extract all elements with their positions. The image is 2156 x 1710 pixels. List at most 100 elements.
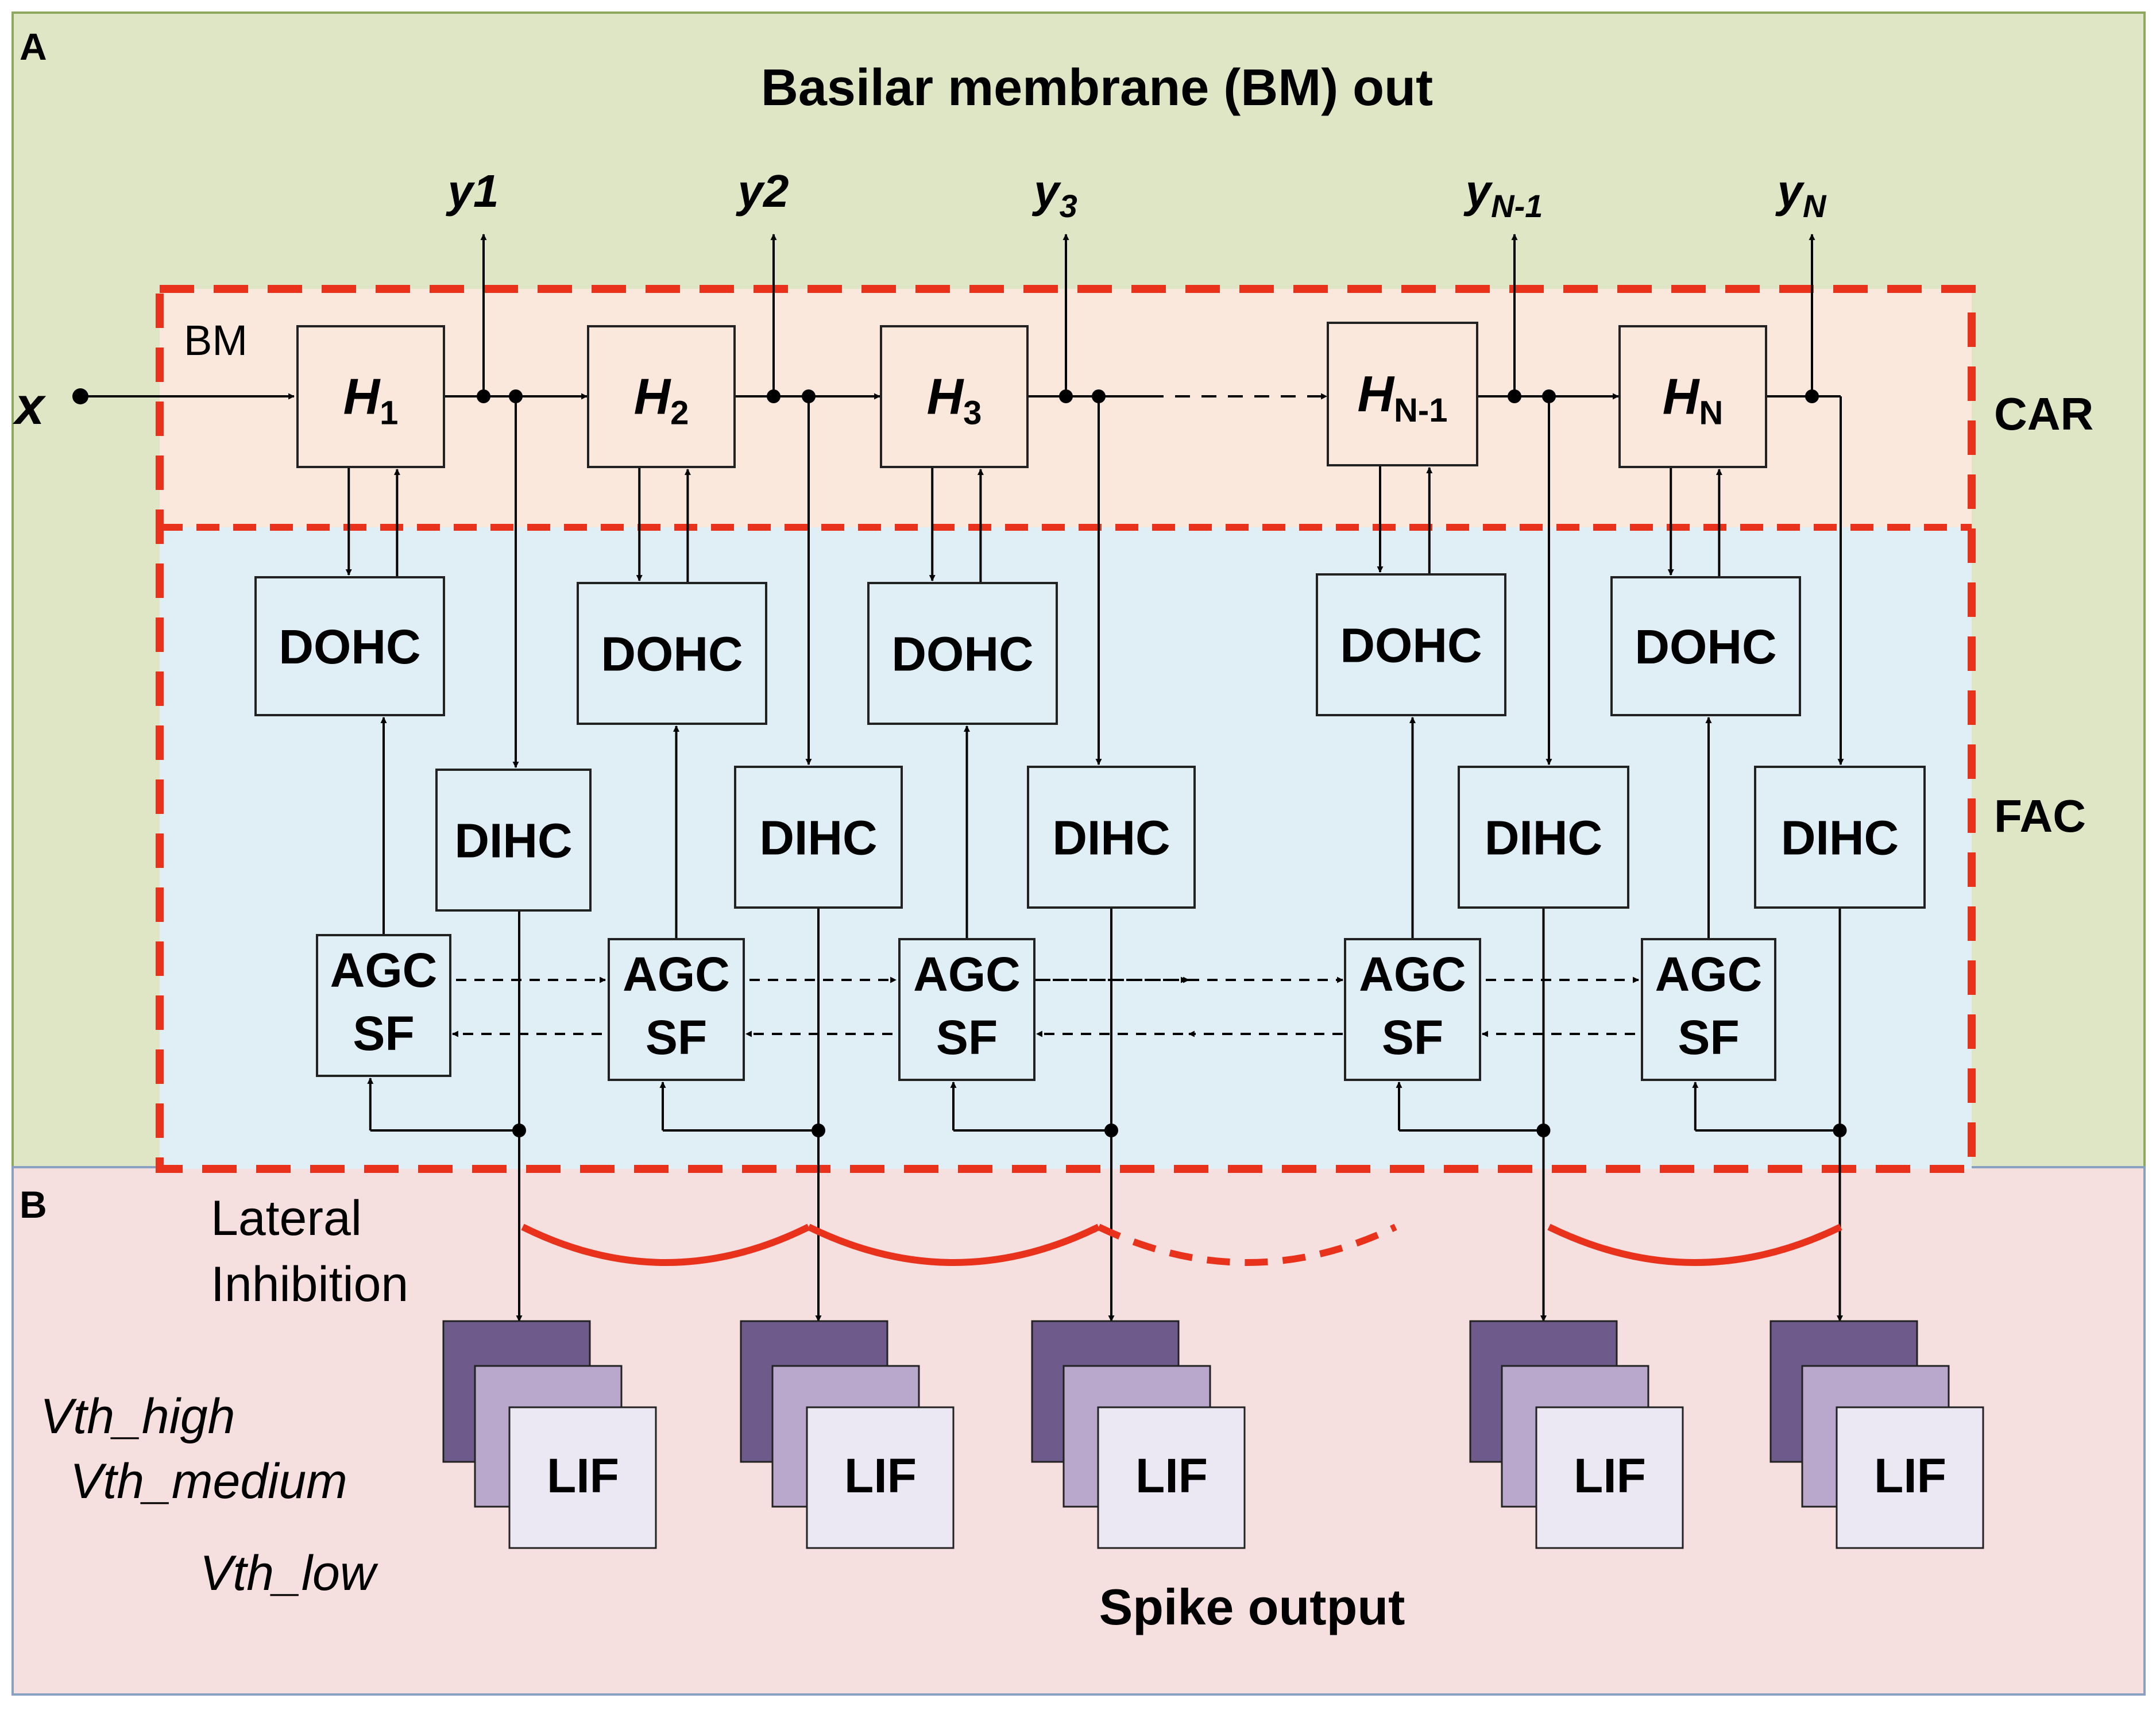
dihc-box bbox=[1027, 766, 1196, 909]
lif-layer-low bbox=[1097, 1406, 1246, 1549]
agc-box bbox=[1641, 938, 1776, 1081]
dihc-label: DIHC bbox=[1485, 811, 1602, 865]
channels: H1 H2 H3 HN-1 HN DOHC DOHC DOHC DOHC DOHC DIHC DIHC… bbox=[254, 322, 1926, 1081]
dihc-block: DIHC bbox=[1458, 766, 1629, 909]
lif-label: LIF bbox=[844, 1449, 917, 1503]
lateral-inhibition-arc bbox=[807, 1223, 1100, 1266]
output-label: y2 bbox=[736, 165, 789, 217]
dihc-box bbox=[1754, 766, 1926, 909]
dohc-label: DOHC bbox=[279, 620, 420, 674]
panel-a-label: A bbox=[20, 25, 47, 68]
sf-label: SF bbox=[1382, 1010, 1443, 1064]
dihc-box bbox=[1458, 766, 1629, 909]
connections: y1 y2 y3 yN-1 yN bbox=[345, 165, 1847, 1322]
filter-box bbox=[587, 325, 736, 468]
output-label: y1 bbox=[446, 165, 499, 217]
threshold-label: Vth_high bbox=[40, 1389, 235, 1444]
agc-block: AGC SF bbox=[316, 934, 451, 1077]
lif-label: LIF bbox=[1135, 1449, 1208, 1503]
dihc-box bbox=[435, 769, 592, 912]
lif-stack: LIF bbox=[1031, 1320, 1246, 1549]
agc-label: AGC bbox=[1655, 947, 1763, 1001]
car-label: CAR bbox=[1994, 388, 2093, 439]
filter-box bbox=[296, 325, 445, 468]
output-label: yN bbox=[1775, 165, 1827, 224]
lif-stack: LIF bbox=[740, 1320, 955, 1549]
lif-stack: LIF bbox=[442, 1320, 657, 1549]
lif-layer-low bbox=[1535, 1406, 1684, 1549]
filter-label: HN bbox=[1663, 368, 1723, 432]
input-x-label: x bbox=[12, 377, 47, 435]
dohc-box bbox=[867, 582, 1058, 725]
filter-box bbox=[1327, 322, 1478, 466]
bm-label: BM bbox=[184, 316, 248, 364]
agc-box bbox=[316, 934, 451, 1077]
threshold-label: Vth_medium bbox=[70, 1454, 347, 1509]
filter-block: HN-1 bbox=[1327, 322, 1478, 466]
dohc-label: DOHC bbox=[601, 627, 743, 681]
output-label: yN-1 bbox=[1463, 165, 1543, 224]
dohc-block: DOHC bbox=[1316, 573, 1506, 716]
lateral-inhibition-arc bbox=[1547, 1223, 1842, 1266]
dohc-box bbox=[577, 582, 767, 725]
lateral-inhibition-arc bbox=[1097, 1223, 1397, 1266]
sf-label: SF bbox=[936, 1010, 998, 1064]
dohc-block: DOHC bbox=[254, 576, 445, 716]
filter-block: H2 bbox=[587, 325, 736, 468]
sf-label: SF bbox=[1678, 1010, 1739, 1064]
lateral-inhibition-label: Lateral bbox=[211, 1191, 362, 1246]
dohc-box bbox=[1316, 573, 1506, 716]
agc-label: AGC bbox=[1359, 947, 1466, 1001]
panel-b-label: B bbox=[20, 1183, 47, 1226]
dihc-block: DIHC bbox=[734, 766, 903, 909]
dohc-box bbox=[254, 576, 445, 716]
filter-block: HN bbox=[1618, 325, 1767, 468]
filter-box bbox=[1618, 325, 1767, 468]
filter-block: H1 bbox=[296, 325, 445, 468]
dihc-block: DIHC bbox=[1027, 766, 1196, 909]
dohc-label: DOHC bbox=[891, 627, 1033, 681]
agc-block: AGC SF bbox=[1641, 938, 1776, 1081]
dohc-box bbox=[1610, 576, 1801, 716]
filter-label: H2 bbox=[634, 368, 689, 432]
dihc-block: DIHC bbox=[1754, 766, 1926, 909]
spike-output-label: Spike output bbox=[1099, 1578, 1405, 1635]
lif-layer-low bbox=[806, 1406, 955, 1549]
dihc-block: DIHC bbox=[435, 769, 592, 912]
filter-label: HN-1 bbox=[1357, 365, 1447, 429]
dihc-label: DIHC bbox=[454, 814, 572, 868]
lif-label: LIF bbox=[547, 1449, 619, 1503]
filter-label: H3 bbox=[927, 368, 982, 432]
lif-label: LIF bbox=[1574, 1449, 1646, 1503]
agc-label: AGC bbox=[623, 947, 730, 1001]
dihc-label: DIHC bbox=[1052, 811, 1170, 865]
dohc-block: DOHC bbox=[577, 582, 767, 725]
dihc-label: DIHC bbox=[1781, 811, 1899, 865]
lif-layer-low bbox=[1836, 1406, 1984, 1549]
dohc-block: DOHC bbox=[1610, 576, 1801, 716]
lif-label: LIF bbox=[1874, 1449, 1946, 1503]
lif-layer-low bbox=[508, 1406, 657, 1549]
sf-label: SF bbox=[646, 1010, 707, 1064]
agc-box bbox=[898, 938, 1036, 1081]
agc-box bbox=[608, 938, 745, 1081]
sf-label: SF bbox=[353, 1006, 414, 1060]
output-label: y3 bbox=[1031, 165, 1077, 224]
filter-box bbox=[880, 325, 1029, 468]
car-fac-dashed-border bbox=[156, 285, 1976, 1173]
lateral-inhibition-label: Inhibition bbox=[211, 1257, 408, 1312]
agc-label: AGC bbox=[330, 943, 438, 997]
filter-block: H3 bbox=[880, 325, 1029, 468]
agc-block: AGC SF bbox=[608, 938, 745, 1081]
agc-block: AGC SF bbox=[1344, 938, 1481, 1081]
agc-block: AGC SF bbox=[898, 938, 1036, 1081]
lif-stack: LIF bbox=[1769, 1320, 1984, 1549]
threshold-label: Vth_low bbox=[200, 1546, 378, 1601]
dihc-label: DIHC bbox=[759, 811, 877, 865]
filter-label: H1 bbox=[343, 368, 399, 432]
lif-stack: LIF bbox=[1469, 1320, 1684, 1549]
agc-box bbox=[1344, 938, 1481, 1081]
agc-label: AGC bbox=[913, 947, 1021, 1001]
